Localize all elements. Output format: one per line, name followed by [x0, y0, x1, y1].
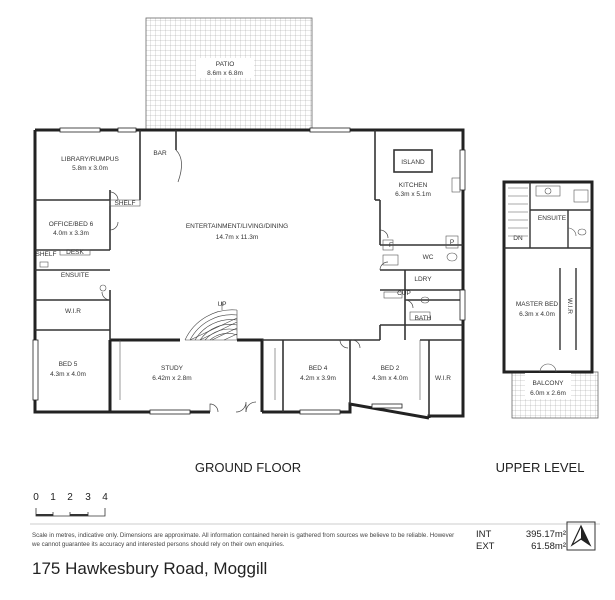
office-size: 4.0m x 3.3m: [53, 230, 89, 237]
fridge-label: F: [389, 242, 393, 249]
shelf-label: SHELF: [115, 200, 136, 207]
external-area-label: EXT: [476, 541, 495, 552]
windows: [32, 127, 466, 415]
ensuite-upper-label: ENSUITE: [538, 215, 567, 222]
external-area-value: 61.58m²: [531, 541, 566, 552]
bed4-name: BED 4: [309, 365, 328, 372]
scale-bar: 0 1 2 3 4: [33, 492, 108, 517]
upper-level: ENSUITE DN MASTER BED 6.3m x 4.0m W.I.R …: [502, 180, 599, 419]
shelf-small-label: SHELF: [36, 251, 57, 258]
doors: [101, 149, 414, 413]
external-area-row: EXT 61.58m²: [476, 541, 566, 553]
bed2-name: BED 2: [381, 365, 400, 372]
upper-level-title: UPPER LEVEL: [496, 460, 585, 475]
ground-interior-walls: [35, 130, 463, 416]
ensuite-ground-label: ENSUITE: [61, 272, 90, 279]
dn-label: DN: [513, 235, 523, 242]
balcony-name: BALCONY: [532, 380, 564, 387]
kitchen-name: KITCHEN: [399, 182, 428, 189]
bed4-size: 4.2m x 3.9m: [300, 375, 336, 382]
ground-floor-title: GROUND FLOOR: [195, 460, 301, 475]
island-label: ISLAND: [401, 159, 425, 166]
internal-area-label: INT: [476, 529, 492, 540]
scale-tick-1: 1: [50, 492, 56, 503]
internal-area-value: 395.17m²: [525, 529, 566, 540]
area-summary: INT 395.17m² EXT 61.58m²: [476, 529, 566, 553]
bed2-size: 4.3m x 4.0m: [372, 375, 408, 382]
library-size: 5.8m x 3.0m: [72, 165, 108, 172]
wir-upper-label: W.I.R: [566, 298, 573, 314]
up-label: UP: [217, 301, 226, 308]
study-size: 6.42m x 2.8m: [152, 375, 191, 382]
scale-tick-0: 0: [33, 492, 39, 503]
patio: PATIO 8.6m x 6.8m: [145, 17, 313, 131]
internal-area-row: INT 395.17m²: [476, 529, 566, 541]
entertainment-name: ENTERTAINMENT/LIVING/DINING: [186, 223, 288, 230]
ground-room-labels: LIBRARY/RUMPUS 5.8m x 3.0m BAR ISLAND KI…: [36, 150, 455, 382]
property-address: 175 Hawkesbury Road, Moggill: [32, 559, 268, 578]
bar-label: BAR: [153, 150, 167, 157]
patio-name: PATIO: [216, 61, 235, 68]
fixtures: [39, 177, 461, 400]
ldry-label: LDRY: [414, 276, 432, 283]
patio-size: 8.6m x 6.8m: [207, 70, 243, 77]
scale-tick-4: 4: [102, 492, 108, 503]
office-name: OFFICE/BED 6: [49, 221, 94, 228]
bath-label: BATH: [415, 315, 432, 322]
study-name: STUDY: [161, 365, 184, 372]
scale-tick-3: 3: [85, 492, 91, 503]
wir-ground-label: W.I.R: [65, 308, 81, 315]
cup-label: CUP: [397, 290, 411, 297]
pantry-label: P: [450, 239, 454, 246]
master-bed-name: MASTER BED: [516, 301, 559, 308]
wc-label: WC: [423, 254, 434, 261]
disclaimer-text: Scale in metres, indicative only. Dimens…: [32, 532, 455, 548]
bed5-name: BED 5: [59, 361, 78, 368]
ground-stairs: [184, 302, 238, 341]
balcony-size: 6.0m x 2.6m: [530, 390, 566, 397]
desk-label: DESK: [66, 249, 84, 256]
library-name: LIBRARY/RUMPUS: [61, 156, 119, 163]
wir-bed2-label: W.I.R: [435, 375, 451, 382]
north-arrow-icon: [566, 521, 596, 551]
bed5-size: 4.3m x 4.0m: [50, 371, 86, 378]
scale-tick-2: 2: [67, 492, 73, 503]
master-bed-size: 6.3m x 4.0m: [519, 311, 555, 318]
entertainment-size: 14.7m x 11.3m: [216, 234, 259, 241]
kitchen-size: 6.3m x 5.1m: [395, 191, 431, 198]
